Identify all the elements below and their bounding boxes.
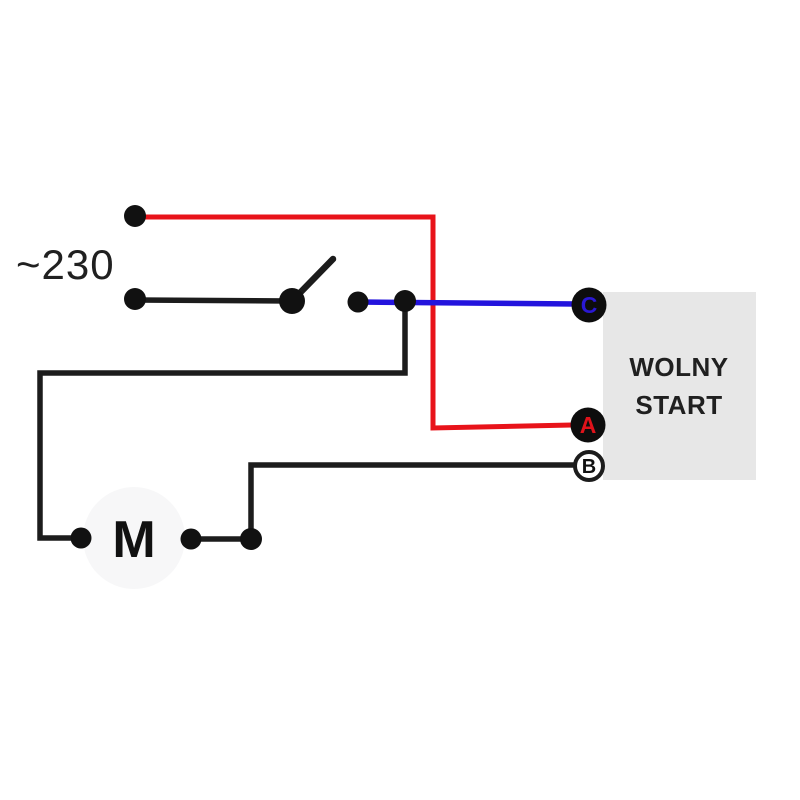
supply-neutral-dot (124, 288, 146, 310)
switched-wire-blue (357, 299, 577, 307)
supply-wire-black (135, 297, 292, 304)
terminal-c-label: C (581, 292, 598, 318)
terminal-a-circle (570, 407, 606, 443)
motor-wire-right (248, 462, 576, 539)
terminal-c-circle (571, 287, 607, 323)
motor-right-terminal-dot (180, 528, 202, 550)
motor-label: M (112, 511, 155, 569)
motor-left-terminal-dot (70, 527, 92, 549)
supply-live-dot (124, 205, 146, 227)
controller-label-line1: WOLNY (629, 352, 728, 382)
switch-output-dot (347, 291, 369, 313)
motor-wire-left (37, 302, 408, 541)
motor-body (83, 487, 185, 589)
blue-black-junction-dot (394, 290, 416, 312)
switch-pivot-dot (279, 288, 305, 314)
controller-label-line2: START (635, 390, 722, 420)
controller-box (603, 292, 756, 480)
b-wire-corner-dot (240, 528, 262, 550)
live-wire-red (136, 214, 573, 431)
supply-voltage-label: ~230 (16, 241, 115, 288)
terminal-a-label: A (580, 412, 597, 438)
terminal-b-label: B (582, 456, 596, 478)
terminal-b-circle (573, 450, 605, 482)
